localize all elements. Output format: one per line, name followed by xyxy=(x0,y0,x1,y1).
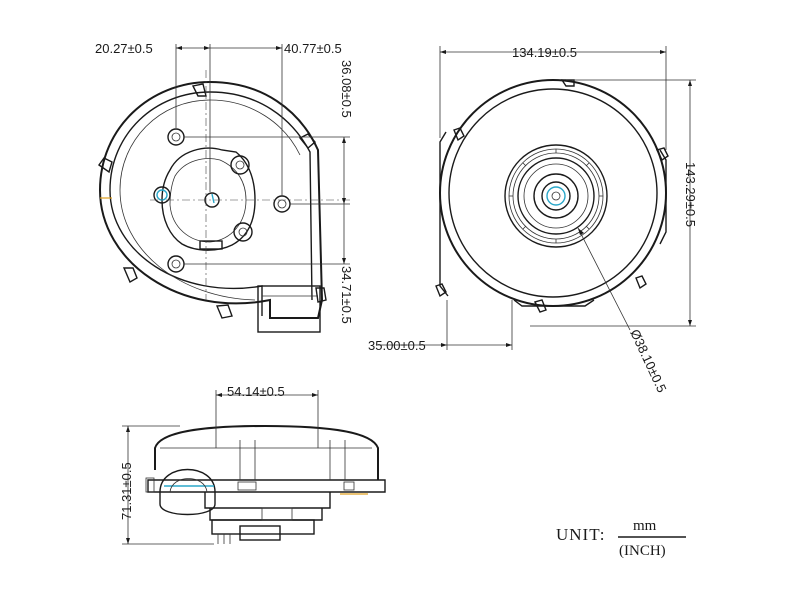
rear-view xyxy=(378,46,696,350)
side-view xyxy=(122,390,386,545)
dim-top-left-offset: 20.27±0.5 xyxy=(95,41,153,56)
dim-outlet-offset: 35.00±0.5 xyxy=(368,338,426,353)
dim-width-overall: 134.19±0.5 xyxy=(512,45,577,60)
dim-side-height: 71.31±0.5 xyxy=(119,462,134,520)
dim-vertical-top: 36.08±0.5 xyxy=(339,60,354,118)
dim-height-overall: 143.29±0.5 xyxy=(683,162,698,227)
unit-secondary: (INCH) xyxy=(619,543,666,559)
front-view xyxy=(98,44,350,333)
dim-side-width: 54.14±0.5 xyxy=(227,384,285,399)
dim-vertical-bottom: 34.71±0.5 xyxy=(339,266,354,324)
unit-label: UNIT: xyxy=(556,525,605,544)
unit-block: UNIT: mm (INCH) xyxy=(556,518,686,559)
dim-top-right-offset: 40.77±0.5 xyxy=(284,41,342,56)
unit-primary: mm xyxy=(633,518,657,534)
dim-hub-diameter: Ø38.10±0.5 xyxy=(627,327,669,395)
